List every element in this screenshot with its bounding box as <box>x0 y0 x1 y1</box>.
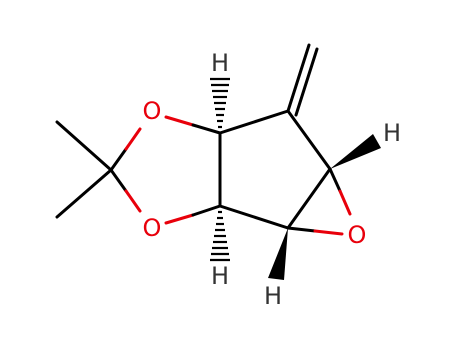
atom-oxygen-upper: O <box>143 97 162 125</box>
bond-c6-o-c <box>286 226 317 233</box>
bond-c4-ch2-a <box>286 43 311 113</box>
bond-methyl-upper <box>55 120 113 172</box>
bond-o-lower-c6a-c <box>191 204 222 217</box>
atom-hydrogen-top: H <box>211 49 229 77</box>
wedge-bond-c6-h <box>268 228 288 280</box>
atom-hydrogen-lower-right: H <box>264 282 282 310</box>
bond-c5-o-c <box>328 167 342 193</box>
bonds <box>55 43 381 280</box>
bond-acetal-o-upper-o <box>124 127 142 151</box>
bond-c3a-c4 <box>218 109 290 135</box>
bond-c5-c6 <box>286 167 332 230</box>
bond-c4-ch2-b <box>294 47 319 117</box>
bond-c6-o-o <box>313 229 344 236</box>
bond-c6a-c6 <box>218 204 290 230</box>
wedge-bond-c5-h <box>330 134 381 169</box>
atom-oxygen-epoxide: O <box>348 221 367 249</box>
bond-o-upper-c3a-c <box>191 123 222 135</box>
atom-hydrogen-bottom: H <box>211 262 229 290</box>
hashed-bond-c3a-h <box>210 77 230 129</box>
bond-c4-c5 <box>286 109 332 171</box>
bond-c5-o-o <box>338 189 352 216</box>
bond-acetal-o-lower-o <box>124 189 142 213</box>
bond-o-lower-c6a-o <box>164 213 195 225</box>
hashed-bond-c6a-h <box>210 210 230 262</box>
bond-acetal-o-lower-c <box>109 168 128 193</box>
bond-methyl-lower <box>55 168 113 219</box>
atom-oxygen-lower: O <box>143 214 162 242</box>
atom-labels: O O O H H H H <box>143 49 401 310</box>
bond-o-upper-c3a-o <box>164 115 195 127</box>
atom-hydrogen-right: H <box>383 119 401 147</box>
bond-acetal-o-upper-c <box>109 147 128 172</box>
